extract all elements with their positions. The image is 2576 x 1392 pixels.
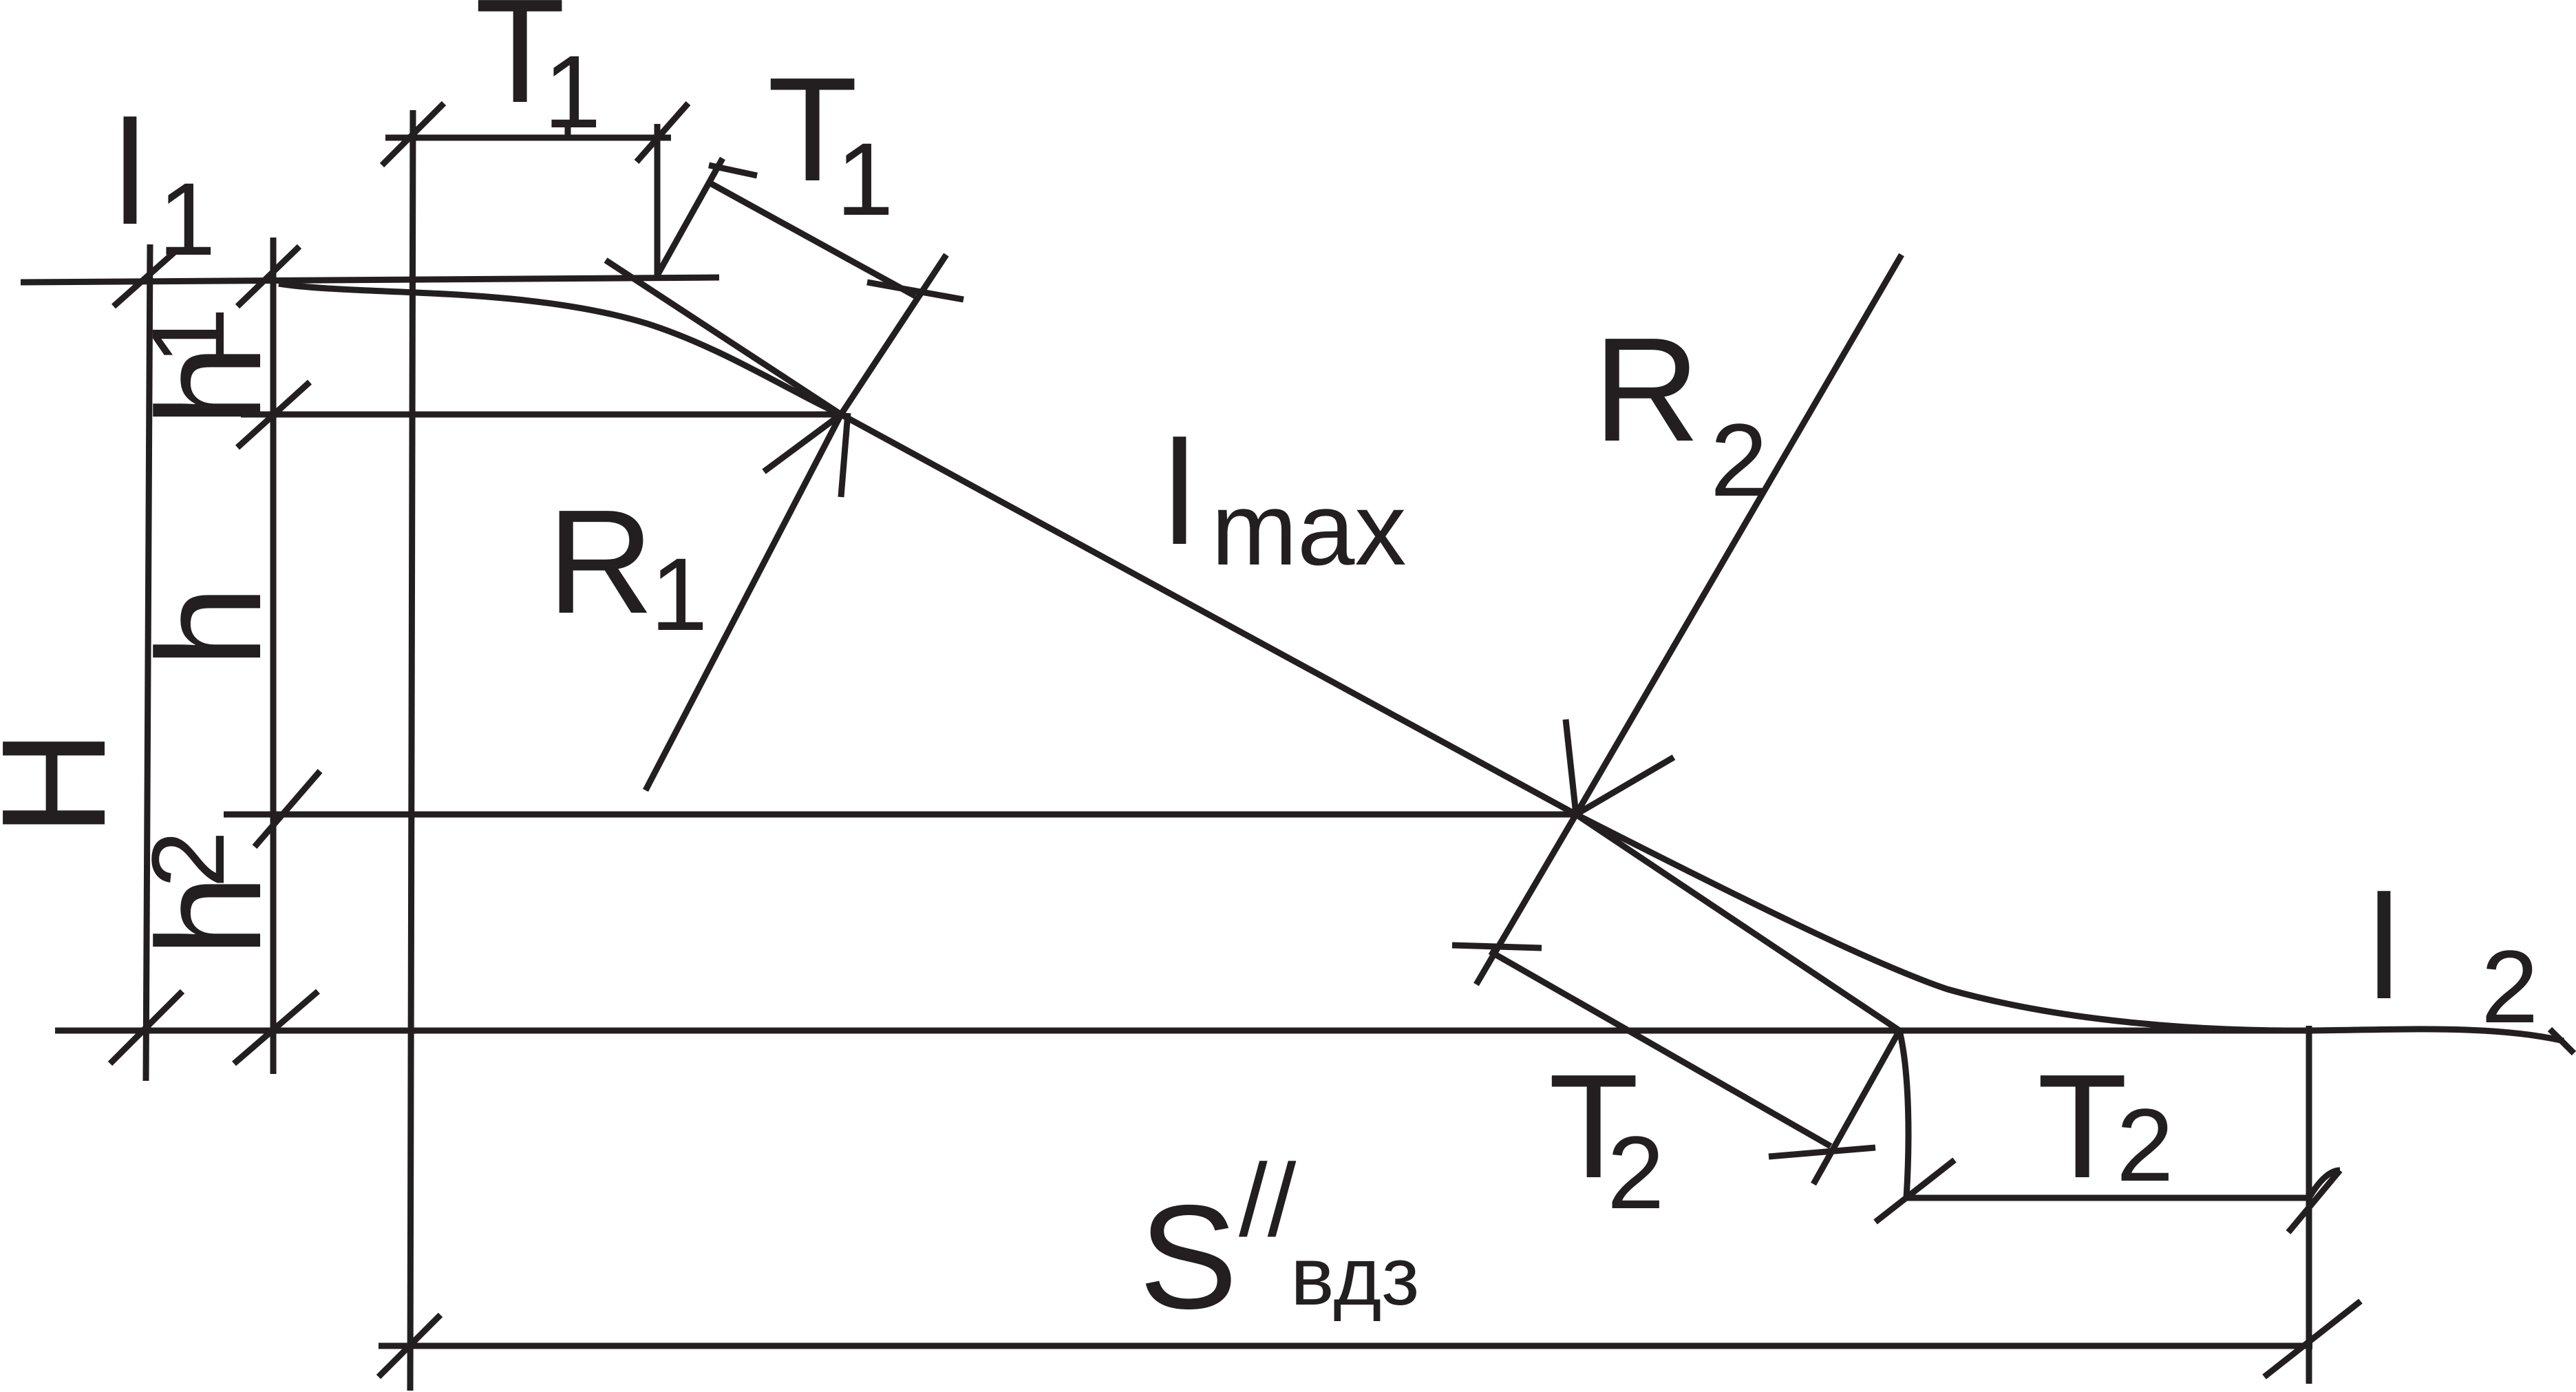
t1-tangent-upper xyxy=(604,257,843,417)
R1-radius-line xyxy=(643,412,844,792)
t1-top-subscript: 1 xyxy=(544,34,601,149)
t2-tangent-lower xyxy=(1574,812,1902,1033)
R2-radius-line xyxy=(1573,253,1904,816)
R1-label: R xyxy=(547,478,654,644)
s-label: S xyxy=(1139,1174,1237,1340)
lmax-subscript: max xyxy=(1211,471,1406,587)
H-dimension-line xyxy=(142,244,153,1082)
t2-tangent-slant xyxy=(1473,812,1579,987)
R2-arrow-stroke xyxy=(1562,719,1579,815)
t2-right-subscript: 2 xyxy=(2116,1087,2173,1203)
t2-left-subscript: 2 xyxy=(1607,1115,1664,1230)
l2-subscript: 2 xyxy=(2481,929,2538,1044)
t1-right-label: T xyxy=(767,46,858,212)
top-surface-line xyxy=(20,274,720,286)
t1-tangent-slant xyxy=(838,253,949,416)
R1-subscript: 1 xyxy=(650,536,707,652)
t1-top-label: T xyxy=(475,0,565,134)
h2-label: h xyxy=(126,874,292,957)
R2-arrow-stroke-2 xyxy=(1574,755,1676,817)
s-subscript: вдз xyxy=(1290,1230,1419,1322)
upper-curve-arc xyxy=(278,280,842,418)
l1-subscript: 1 xyxy=(158,161,215,277)
h1-subscript: 1 xyxy=(130,308,246,365)
h1-label: h xyxy=(126,344,292,427)
t2-right-label: T xyxy=(2037,1043,2127,1209)
h2-subscript: 2 xyxy=(130,831,246,888)
H-label: H xyxy=(0,730,136,836)
R1-arrow-stroke-2 xyxy=(838,412,851,498)
t2-tangent-dimension xyxy=(1488,949,1833,1149)
t2-left-label: T xyxy=(1548,1043,1639,1209)
s-start-vertical-line xyxy=(407,109,416,1391)
R1-arrow-stroke xyxy=(762,412,843,474)
dimension-ticks xyxy=(107,101,2363,1380)
R2-label: R xyxy=(1593,306,1700,472)
R2-subscript: 2 xyxy=(1710,402,1767,518)
l1-label: l xyxy=(114,89,147,255)
l2-label: l xyxy=(2367,864,2401,1030)
h-label: h xyxy=(126,585,292,668)
t2-vertical-curve xyxy=(1896,1029,1912,1199)
t1-tangent-dimension xyxy=(707,180,917,299)
lower-curve-arc xyxy=(1574,811,2565,1044)
lmax-tangent-section xyxy=(839,412,1578,817)
t2-perp-line xyxy=(1811,1029,1902,1186)
t1-right-subscript: 1 xyxy=(836,121,893,237)
well-end-tick xyxy=(2547,1026,2576,1056)
lmax-label: l xyxy=(1163,410,1196,576)
t1-perp-line xyxy=(654,156,725,277)
s-prime-marks: // xyxy=(1239,1142,1297,1258)
